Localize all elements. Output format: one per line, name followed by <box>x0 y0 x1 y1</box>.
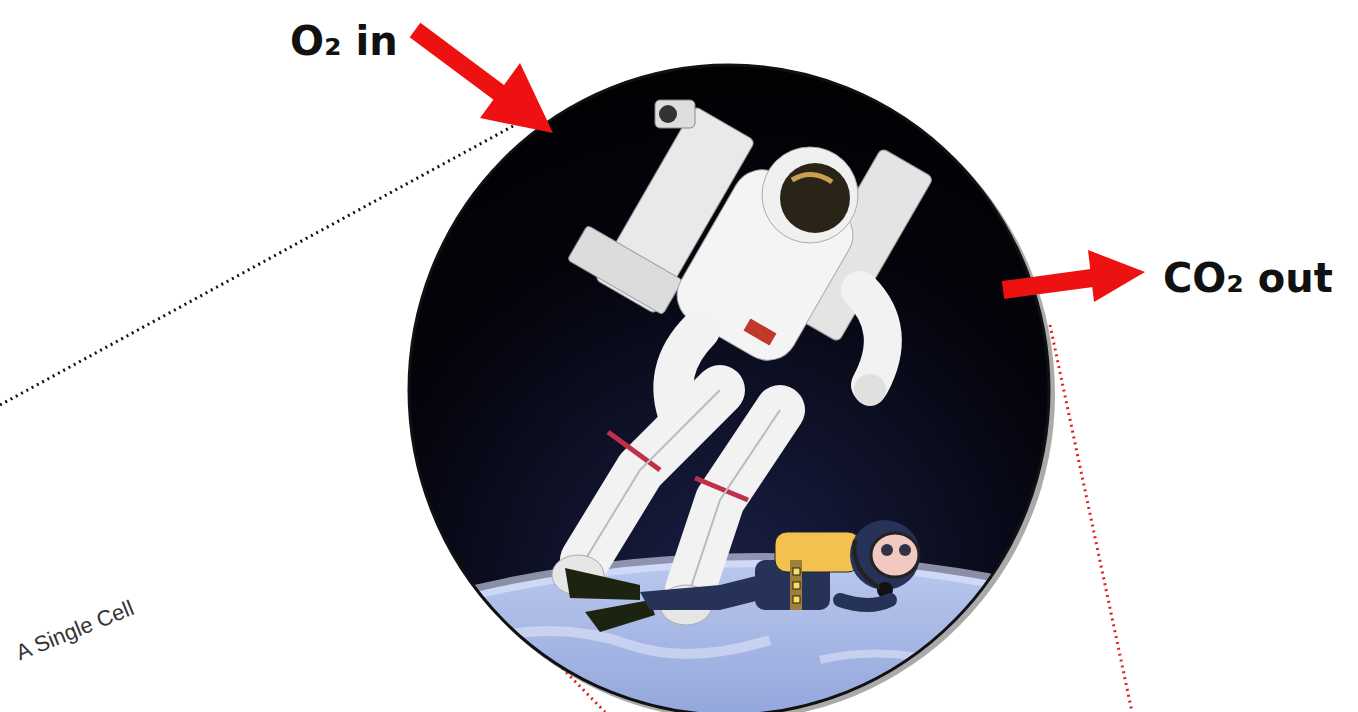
cell-outline <box>409 65 1049 712</box>
cell-photo <box>0 60 1358 712</box>
oxygen-arrow <box>415 30 553 133</box>
caption-note: A Single Cell <box>12 595 137 666</box>
leader-line <box>1050 325 1132 712</box>
scuba-diver <box>565 520 920 632</box>
arrow-label: CO₂ out <box>1163 255 1333 301</box>
arrow-label: O₂ in <box>290 18 398 64</box>
co2-arrow <box>1003 250 1145 302</box>
astronaut <box>552 100 933 625</box>
